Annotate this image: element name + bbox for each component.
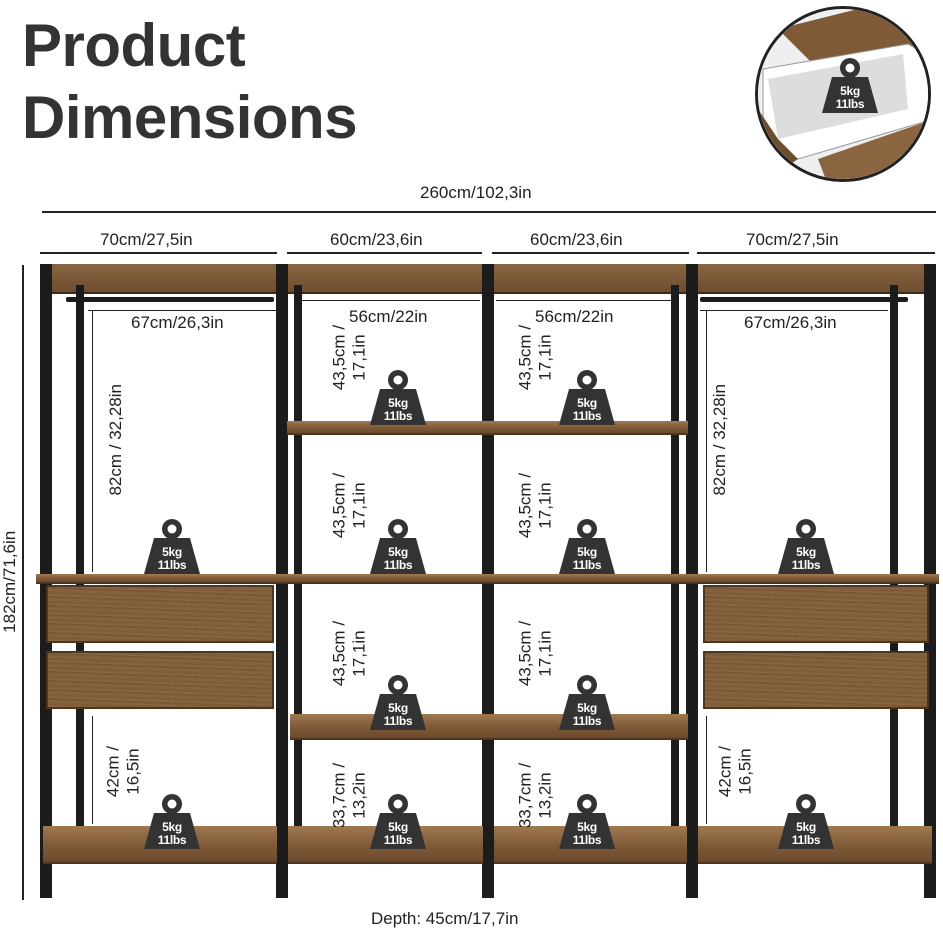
weight-lbs: 11lbs — [791, 833, 821, 847]
weight-kg: 5kg — [162, 545, 182, 559]
section-4-top — [697, 264, 935, 294]
section-2-top — [287, 264, 483, 294]
frame-post — [294, 285, 302, 839]
drawer-illustration — [758, 9, 928, 179]
low-space-line-right — [706, 716, 707, 824]
rod-width-line-left — [88, 310, 276, 311]
weight-kg: 5kg — [796, 820, 816, 834]
weight-lbs: 11lbs — [572, 714, 602, 728]
inner-width-label-2: 56cm/22in — [349, 307, 428, 326]
weight-icon: 5kg 11lbs — [366, 369, 430, 427]
weight-lbs: 11lbs — [383, 558, 413, 572]
section-3-width-label: 60cm/23,6in — [530, 230, 623, 249]
weight-lbs: 11lbs — [383, 714, 413, 728]
title-line-2: Dimensions — [22, 84, 358, 151]
bottom-shelf-space-label-2: 33,7cm / 13,2in — [329, 762, 368, 829]
frame-post — [890, 285, 898, 839]
weight-icon: 5kg 11lbs — [774, 518, 838, 576]
weight-icon: 5kg 11lbs — [366, 674, 430, 732]
weight-kg: 5kg — [388, 701, 408, 715]
weight-lbs: 11lbs — [157, 833, 187, 847]
weight-kg: 5kg — [388, 820, 408, 834]
weight-icon: 5kg 11lbs — [366, 793, 430, 851]
section-3-width-line — [492, 252, 689, 254]
drawer-right-bottom — [703, 651, 929, 709]
drawer-inset-image: 5kg 11lbs — [755, 6, 931, 182]
low-space-label-left: 42cm / 16,5in — [103, 746, 142, 798]
low-space-line-left — [92, 716, 93, 824]
weight-icon: 5kg 11lbs — [555, 674, 619, 732]
weight-icon: 5kg 11lbs — [555, 793, 619, 851]
section-3-top — [492, 264, 688, 294]
weight-kg: 5kg — [796, 545, 816, 559]
center-shelf-upper — [287, 421, 688, 435]
hanging-height-label-right: 82cm / 32,28in — [710, 384, 730, 496]
hanging-rod-left — [66, 297, 274, 302]
weight-kg: 5kg — [577, 701, 597, 715]
weight-icon: 5kg 11lbs — [366, 518, 430, 576]
weight-icon: 5kg 11lbs — [555, 369, 619, 427]
shelf-space-label-3b: 43,5cm / 17,1in — [515, 472, 554, 539]
section-4-width-line — [697, 252, 935, 254]
section-2-width-label: 60cm/23,6in — [330, 230, 423, 249]
weight-kg: 5kg — [577, 396, 597, 410]
inner-width-label-3: 56cm/22in — [535, 307, 614, 326]
weight-kg: 5kg — [162, 820, 182, 834]
total-height-line — [22, 265, 24, 900]
frame-post — [671, 285, 679, 839]
middle-shelf — [36, 574, 939, 584]
total-height-label: 182cm/71,6in — [0, 530, 20, 633]
weight-lbs: 11lbs — [383, 409, 413, 423]
section-2-width-line — [287, 252, 482, 254]
total-width-line — [42, 211, 936, 213]
weight-lbs: 11lbs — [572, 558, 602, 572]
weight-kg: 5kg — [388, 396, 408, 410]
weight-lbs: 11lbs — [157, 558, 187, 572]
weight-icon: 5kg 11lbs — [818, 57, 882, 115]
shelf-space-label-3a: 43,5cm / 17,1in — [515, 324, 554, 391]
shelf-space-label-2c: 43,5cm / 17,1in — [329, 620, 368, 687]
shelf-space-label-2a: 43,5cm / 17,1in — [329, 324, 368, 391]
hanging-height-line-right — [706, 310, 707, 572]
drawer-left-bottom — [46, 651, 274, 709]
hanging-height-label-left: 82cm / 32,28in — [106, 384, 126, 496]
section-4-width-label: 70cm/27,5in — [746, 230, 839, 249]
weight-lbs: 11lbs — [791, 558, 821, 572]
inner-width-line-3 — [496, 300, 672, 301]
shelf-space-label-2b: 43,5cm / 17,1in — [329, 472, 368, 539]
center-shelf-lower — [290, 714, 688, 740]
weight-icon: 5kg 11lbs — [140, 518, 204, 576]
inner-width-line-2 — [300, 300, 480, 301]
weight-icon: 5kg 11lbs — [140, 793, 204, 851]
section-1-width-line — [40, 252, 277, 254]
drawer-left-top — [46, 585, 274, 643]
hanging-rod-right — [700, 297, 908, 302]
total-width-label: 260cm/102,3in — [420, 183, 532, 202]
bottom-shelf-space-label-3: 33,7cm / 13,2in — [515, 762, 554, 829]
rod-width-line-right — [700, 310, 888, 311]
weight-icon: 5kg 11lbs — [555, 518, 619, 576]
weight-icon: 5kg 11lbs — [774, 793, 838, 851]
weight-kg: 5kg — [577, 820, 597, 834]
hanging-height-line-left — [92, 310, 93, 572]
drawer-right-top — [703, 585, 929, 643]
rod-width-label-right: 67cm/26,3in — [744, 313, 837, 332]
low-space-label-right: 42cm / 16,5in — [715, 746, 754, 798]
title-line-1: Product — [22, 12, 246, 79]
weight-kg: 5kg — [388, 545, 408, 559]
weight-lbs: 11lbs — [835, 97, 865, 111]
weight-kg: 5kg — [577, 545, 597, 559]
section-1-width-label: 70cm/27,5in — [100, 230, 193, 249]
shelf-space-label-3c: 43,5cm / 17,1in — [515, 620, 554, 687]
weight-lbs: 11lbs — [572, 409, 602, 423]
rod-width-label-left: 67cm/26,3in — [131, 313, 224, 332]
depth-label: Depth: 45cm/17,7in — [371, 909, 519, 928]
weight-kg: 5kg — [840, 84, 860, 98]
frame-post — [76, 285, 84, 839]
weight-lbs: 11lbs — [383, 833, 413, 847]
weight-lbs: 11lbs — [572, 833, 602, 847]
